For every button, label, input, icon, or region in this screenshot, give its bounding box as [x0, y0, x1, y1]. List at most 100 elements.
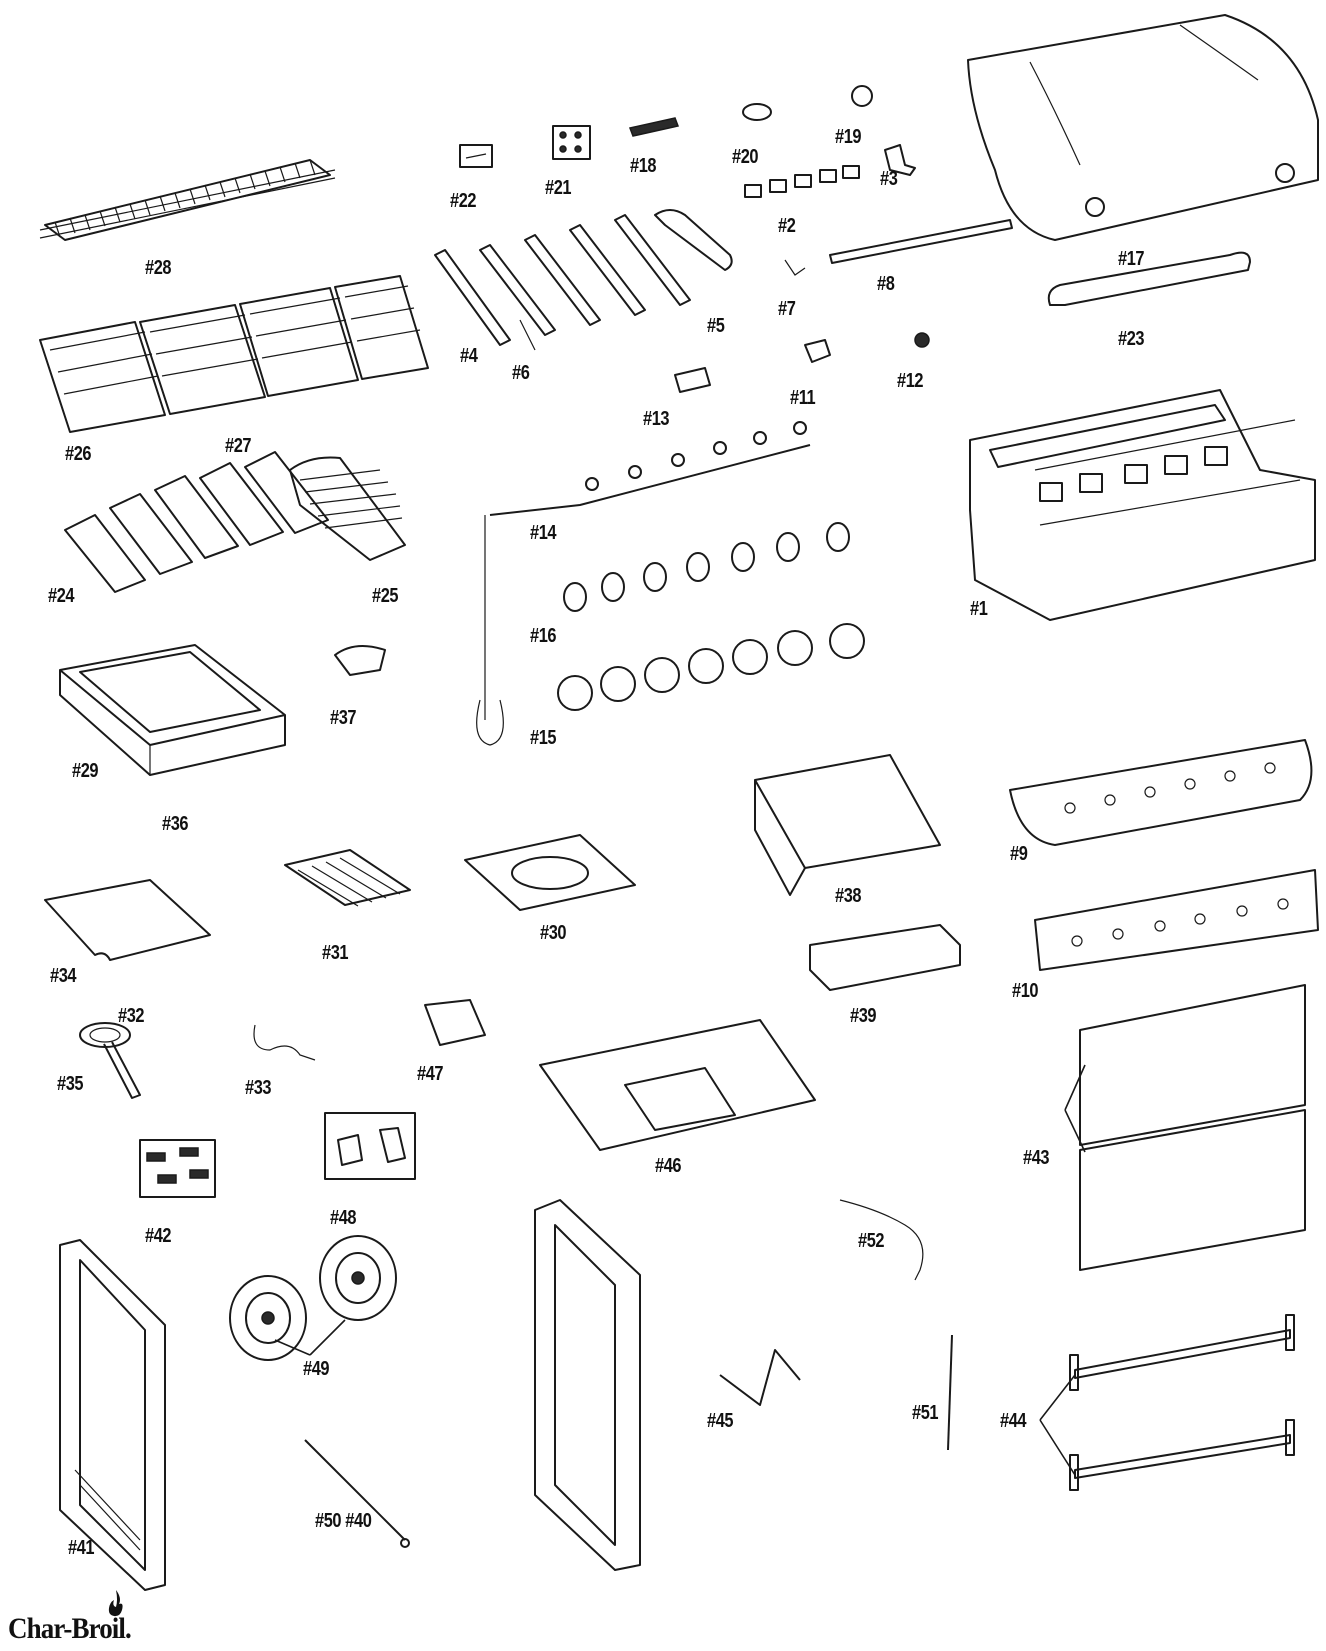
- part-34-side-shelf: [44, 879, 211, 961]
- label-part-17: #17: [1118, 248, 1145, 270]
- label-part-36: #36: [162, 813, 189, 835]
- part-45-rod: [719, 1349, 801, 1406]
- label-part-14: #14: [530, 522, 557, 544]
- part-23-lid-handle: [1047, 251, 1251, 306]
- part-39: [809, 924, 961, 991]
- label-part-29: #29: [72, 760, 99, 782]
- label-part-41: #41: [68, 1537, 95, 1559]
- label-part-25: #25: [372, 585, 399, 607]
- leader-lines: [274, 1064, 1086, 1476]
- label-part-12: #12: [897, 370, 924, 392]
- label-part-24: #24: [48, 585, 75, 607]
- part-2-clips: [744, 165, 860, 198]
- label-part-50-40: #50 #40: [315, 1510, 372, 1532]
- label-part-51: #51: [912, 1402, 939, 1424]
- label-part-5: #5: [707, 315, 725, 337]
- label-part-44: #44: [1000, 1410, 1027, 1432]
- label-part-48: #48: [330, 1207, 357, 1229]
- part-24-heat-tents: [64, 451, 329, 593]
- part-6: [519, 319, 536, 351]
- part-44-cross-braces: [1069, 1314, 1295, 1491]
- label-part-33: #33: [245, 1077, 272, 1099]
- part-21-hardware: [552, 125, 591, 160]
- part-7: [784, 259, 806, 276]
- label-part-45: #45: [707, 1410, 734, 1432]
- label-part-21: #21: [545, 177, 572, 199]
- part-49-wheels: [229, 1235, 397, 1361]
- part-20: [742, 103, 772, 121]
- part-28-warming-rack: [39, 159, 336, 241]
- part-50-40-axle: [304, 1439, 406, 1541]
- label-part-18: #18: [630, 155, 657, 177]
- part-10-front-panel: [1034, 869, 1319, 971]
- label-part-19: #19: [835, 126, 862, 148]
- part-37: [334, 645, 386, 676]
- part-42-hardware-box: [139, 1139, 216, 1198]
- flame-icon: [108, 1590, 123, 1617]
- brand-logo: Char-Broil.: [8, 1612, 132, 1645]
- label-part-8: #8: [877, 273, 895, 295]
- label-part-27: #27: [225, 435, 252, 457]
- label-part-32: #32: [118, 1005, 145, 1027]
- part-11: [804, 339, 831, 363]
- part-46-drip-tray: [539, 1019, 816, 1151]
- label-part-7: #7: [778, 298, 796, 320]
- part-51-probe: [947, 1334, 953, 1451]
- label-part-6: #6: [512, 362, 530, 384]
- label-part-28: #28: [145, 257, 172, 279]
- label-part-30: #30: [540, 922, 567, 944]
- part-15-knob-bezels: [557, 623, 865, 711]
- part-right-cart-panel: [534, 1199, 641, 1571]
- part-43-doors: [1079, 984, 1306, 1271]
- part-22-hardware: [459, 144, 493, 168]
- part-38-side-shelf: [754, 754, 941, 896]
- label-part-26: #26: [65, 443, 92, 465]
- part-52-wire: [839, 1199, 924, 1281]
- part-12: [914, 332, 930, 348]
- label-part-43: #43: [1023, 1147, 1050, 1169]
- part-5-burner: [654, 209, 733, 271]
- part-16-control-knobs: [563, 522, 850, 612]
- part-25-burner-cover: [289, 456, 406, 561]
- part-1-firebox: [969, 389, 1316, 621]
- label-part-16: #16: [530, 625, 557, 647]
- part-41-left-cart-panel: [59, 1239, 166, 1591]
- part-26-27-cooking-grates: [39, 275, 429, 433]
- label-part-4: #4: [460, 345, 478, 367]
- label-part-10: #10: [1012, 980, 1039, 1002]
- part-8-bar: [829, 219, 1013, 264]
- label-part-3: #3: [880, 168, 898, 190]
- label-part-20: #20: [732, 146, 759, 168]
- label-part-9: #9: [1010, 843, 1028, 865]
- label-part-37: #37: [330, 707, 357, 729]
- part-13: [674, 367, 711, 393]
- part-3-bracket: [884, 144, 916, 176]
- label-part-13: #13: [643, 408, 670, 430]
- label-part-23: #23: [1118, 328, 1145, 350]
- part-18-logo-badge: [628, 117, 680, 137]
- label-part-1: #1: [970, 598, 988, 620]
- label-part-2: #2: [778, 215, 796, 237]
- label-part-15: #15: [530, 727, 557, 749]
- part-31-rack: [284, 849, 411, 907]
- label-part-31: #31: [322, 942, 349, 964]
- label-part-47: #47: [417, 1063, 444, 1085]
- part-48-hardware-box: [324, 1112, 416, 1180]
- part-14-gas-manifold: [476, 421, 811, 746]
- label-part-49: #49: [303, 1358, 330, 1380]
- part-35-side-burner: [79, 1022, 141, 1099]
- label-part-34: #34: [50, 965, 77, 987]
- label-part-42: #42: [145, 1225, 172, 1247]
- label-part-11: #11: [790, 387, 816, 409]
- part-47-grease-cup: [424, 999, 486, 1046]
- part-29-side-burner-frame: [59, 644, 286, 776]
- label-part-46: #46: [655, 1155, 682, 1177]
- label-part-52: #52: [858, 1230, 885, 1252]
- part-19-thermometer: [851, 85, 873, 107]
- part-9-control-panel: [1009, 739, 1313, 846]
- label-part-39: #39: [850, 1005, 877, 1027]
- label-part-38: #38: [835, 885, 862, 907]
- part-33-wire: [253, 1024, 316, 1061]
- part-17-lid: [967, 14, 1319, 241]
